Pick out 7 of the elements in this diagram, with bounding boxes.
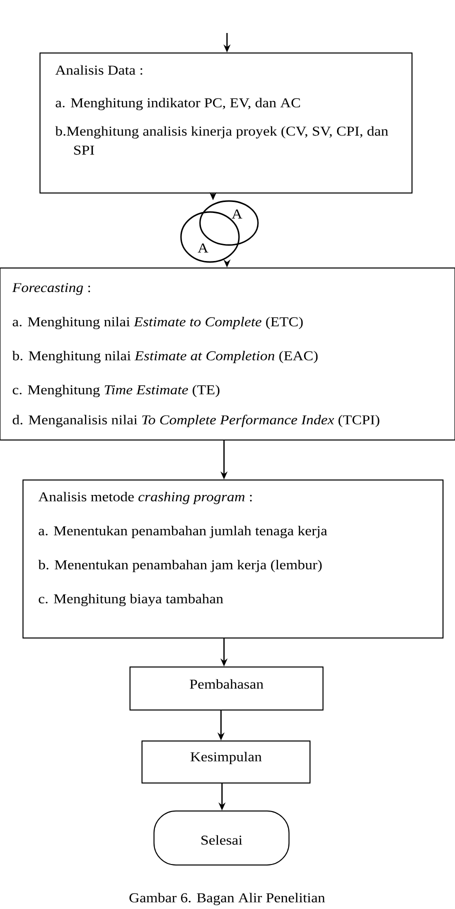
process-box: Analisis Data : a. Menghitung indikator PC, EV, dan AC b.Menghitung analisis kinerja proyek (CV, SV, CPI, dan SPI — [40, 52, 412, 194]
terminator: Selesai — [154, 810, 290, 866]
process-box: Pembahasan — [130, 666, 324, 710]
process-box: Forecasting : a. Menghitung nilai Estimate to Complete (ETC) b. Menghitung nilai Estimate at Completion (EAC) c. Menghitung Time Estimate (TE) d. Menganalisis nilai To Complete Performance Index (TCPI) — [0, 268, 455, 440]
caption: Gambar 6. Bagan Alir Penelitian — [129, 892, 325, 906]
process-box: Analisis metode crashing program : a. Menentukan penambahan jumlah tenaga kerja b. Menentukan penambahan jam kerja (lembur) c. Menghitung biaya tambahan — [22, 480, 444, 638]
process-box: Kesimpulan — [142, 740, 310, 784]
